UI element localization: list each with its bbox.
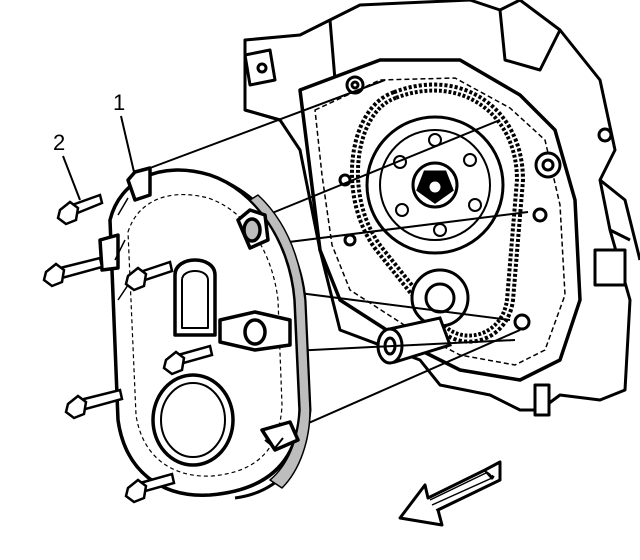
callout-label-1: 1 (113, 90, 125, 115)
bolt-4 (162, 344, 214, 376)
bolt-2 (42, 256, 104, 288)
bolt-icon (42, 193, 214, 504)
bolt-5 (64, 388, 124, 420)
callout-1: 1 (113, 90, 135, 173)
bolt-6 (124, 472, 176, 504)
camshaft-sprocket (365, 115, 505, 255)
bolt-1 (56, 193, 104, 226)
arrow-icon (398, 460, 502, 527)
callout-2: 2 (53, 130, 81, 201)
timing-cover (98, 166, 312, 500)
callout-label-2: 2 (53, 130, 65, 155)
bolt-3 (124, 260, 174, 292)
timing-chain (350, 82, 526, 344)
